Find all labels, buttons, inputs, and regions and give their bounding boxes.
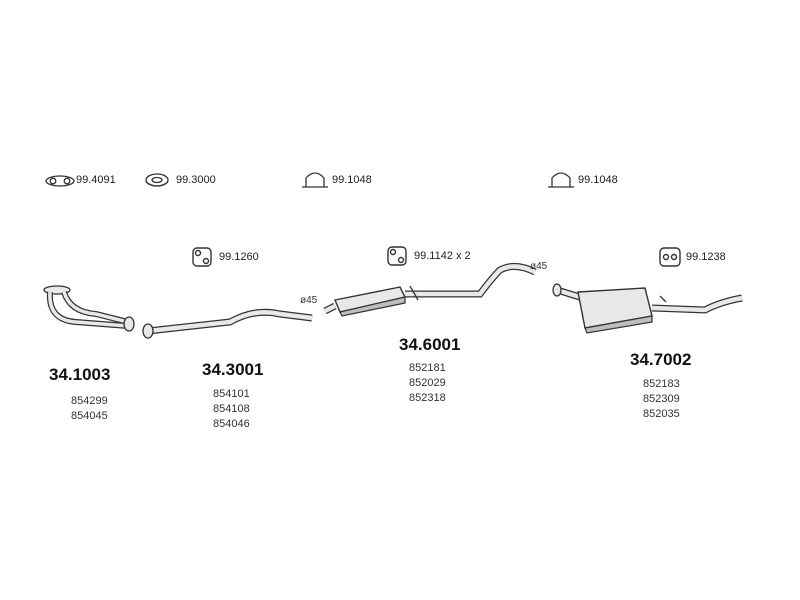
- oem-number: 852309: [643, 393, 680, 405]
- oem-number: 854101: [213, 388, 250, 400]
- clamp-part-number: 99.1048: [578, 174, 618, 186]
- oem-number: 854046: [213, 418, 250, 430]
- pipe-diameter-label: ø45: [300, 295, 318, 306]
- intermediate-pipe-part-number: 34.3001: [202, 360, 264, 379]
- gasket-part-number: 99.4091: [76, 174, 116, 186]
- oem-number: 854299: [71, 395, 108, 407]
- rubber-mount-icon: [387, 246, 407, 266]
- ring-gasket-part-number: 99.3000: [176, 174, 216, 186]
- oem-number: 852318: [409, 392, 446, 404]
- oem-number: 852181: [409, 362, 446, 374]
- oem-number: 852035: [643, 408, 680, 420]
- oval-gasket-icon: [45, 175, 75, 187]
- ring-gasket-icon: [145, 173, 169, 187]
- oem-number: 854045: [71, 410, 108, 422]
- front-pipe-part: [43, 285, 135, 332]
- rubber-mount-icon: [192, 247, 212, 267]
- mount-part-number: 99.1260: [219, 251, 259, 263]
- intermediate-pipe-part: [142, 308, 313, 339]
- oem-number: 852183: [643, 378, 680, 390]
- oem-reference-list: 854101 854108 854046: [213, 387, 250, 432]
- oem-reference-list: 854299 854045: [71, 394, 108, 424]
- pipe-diameter-label: ø45: [530, 261, 548, 272]
- front-pipe-part-number: 34.1003: [49, 365, 111, 384]
- u-clamp-icon: [302, 172, 328, 188]
- rubber-mount-icon: [659, 247, 681, 267]
- oem-number: 854108: [213, 403, 250, 415]
- clamp-part-number: 99.1048: [332, 174, 372, 186]
- middle-silencer-part: [323, 263, 537, 317]
- middle-silencer-part-number: 34.6001: [399, 335, 461, 354]
- u-clamp-icon: [548, 172, 574, 188]
- mount-part-number: 99.1238: [686, 251, 726, 263]
- oem-reference-list: 852183 852309 852035: [643, 377, 680, 422]
- mount-part-number: 99.1142 x 2: [414, 250, 471, 262]
- rear-silencer-part-number: 34.7002: [630, 350, 692, 369]
- rear-silencer-part: [552, 283, 743, 334]
- oem-reference-list: 852181 852029 852318: [409, 361, 446, 406]
- oem-number: 852029: [409, 377, 446, 389]
